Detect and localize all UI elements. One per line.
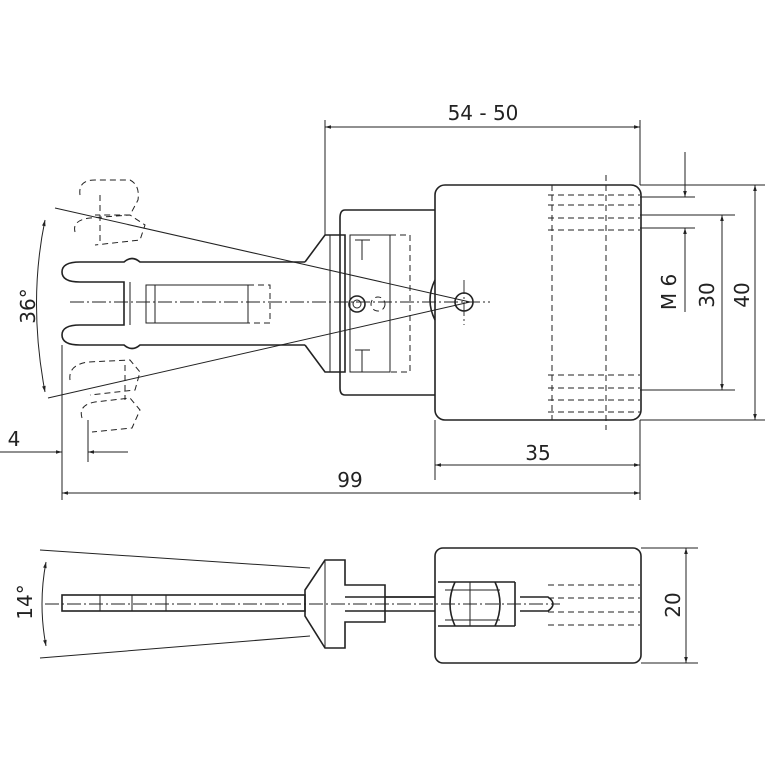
dim-overall-length-label: 99 xyxy=(337,468,362,492)
dim-angle-side: 14° xyxy=(13,561,47,647)
cone-nut xyxy=(304,234,346,373)
side-cone-nut xyxy=(304,559,386,649)
dim-block-height-label: 40 xyxy=(730,282,754,307)
side-rod xyxy=(61,594,306,612)
dim-block-width: 35 xyxy=(434,420,641,500)
dim-angle-top-label: 36° xyxy=(16,288,40,323)
dim-side-height-label: 20 xyxy=(661,592,685,617)
fork-swing-ghosts xyxy=(69,179,146,433)
side-block xyxy=(434,547,642,664)
dim-block-width-label: 35 xyxy=(525,441,550,465)
fork xyxy=(61,257,305,350)
dim-angle-side-label: 14° xyxy=(13,584,37,619)
housing xyxy=(339,209,435,396)
dim-hole-spacing-label: 30 xyxy=(695,282,719,307)
angle-rays xyxy=(47,207,471,399)
dim-hole-spacing: 30 xyxy=(640,214,735,391)
dim-side-height: 20 xyxy=(641,547,698,664)
dim-offset: 4 xyxy=(0,345,128,500)
dim-block-height: 40 xyxy=(640,184,765,421)
dim-thread-label: M 6 xyxy=(657,274,681,310)
dim-overall-length: 99 xyxy=(62,468,640,495)
side-view xyxy=(39,547,642,664)
dim-thread: M 6 xyxy=(640,152,695,312)
dim-top-width-label: 54 - 50 xyxy=(448,101,519,125)
side-angle-rays xyxy=(39,549,311,659)
main-block xyxy=(429,175,642,430)
dim-offset-label: 4 xyxy=(8,427,21,451)
dim-top-width: 54 - 50 xyxy=(324,101,641,235)
dim-angle-top: 36° xyxy=(16,219,46,393)
top-view xyxy=(47,175,642,433)
